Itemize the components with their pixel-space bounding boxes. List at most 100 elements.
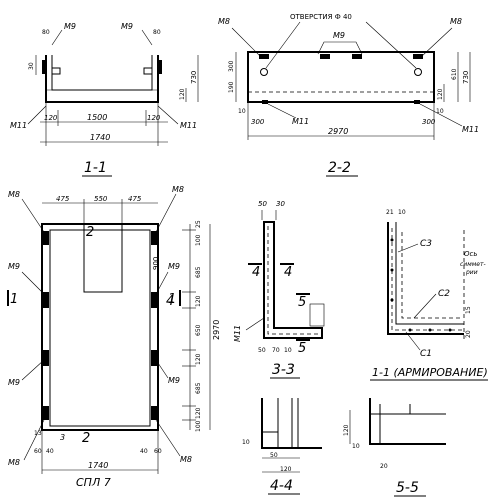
dim-120-c: 120 xyxy=(195,407,202,419)
mark-m11-right-2-2: M11 xyxy=(462,125,479,134)
dim-730: 730 xyxy=(190,71,198,84)
mark-m8-right-2-2: M8 xyxy=(450,17,462,26)
sect-4-left: 4 xyxy=(252,265,260,280)
channel-outline-1-1 xyxy=(45,55,159,103)
dim-70-3-3: 70 xyxy=(272,347,280,354)
mark-m11-3-3: M11 xyxy=(233,325,242,342)
dim-30-top-3-3: 30 xyxy=(276,200,285,208)
dim-475-left: 475 xyxy=(56,195,70,203)
mark-m11-left: M11 xyxy=(10,121,27,130)
bar-c3: С3 xyxy=(420,239,432,249)
axis-label-2: симмет- xyxy=(460,261,486,268)
plan-cutout xyxy=(83,224,123,293)
section-4-4-title: 4-4 xyxy=(270,478,293,494)
dim-10-reinf: 10 xyxy=(398,209,406,216)
dim-650: 650 xyxy=(195,324,202,336)
plan-outline xyxy=(41,223,159,431)
dim-610: 610 xyxy=(451,68,458,80)
mark-m11-left-2-2: M11 xyxy=(292,117,309,126)
dim-50-4-4: 50 xyxy=(270,452,278,459)
plan-name: СПЛ 7 xyxy=(76,476,111,489)
section-5-5-outline xyxy=(369,398,446,445)
dim-13: 13 xyxy=(34,430,42,437)
reinforcement-view: 21 10 С3 Ось симмет- рии С2 С1 15 20 1-1… xyxy=(370,209,488,381)
insert-left-1-1 xyxy=(52,67,61,75)
sect-1-left: 1 xyxy=(10,292,18,307)
dim-30: 30 xyxy=(28,62,35,70)
plate-left-1-1 xyxy=(42,60,47,74)
dim-120-a: 120 xyxy=(195,295,202,307)
section-4-4: 10 50 120 4-4 xyxy=(242,398,322,495)
view-1-1-title: 1-1 xyxy=(84,160,107,176)
dim-685-top: 685 xyxy=(195,266,202,278)
mark-m9-left: M9 xyxy=(64,22,76,31)
sect-1-right: 1 xyxy=(168,292,176,307)
mark-m9-r2: M9 xyxy=(168,376,180,385)
dim-40-right: 40 xyxy=(140,448,148,455)
bar-c2: С2 xyxy=(438,289,450,299)
view-2-2-title: 2-2 xyxy=(328,160,351,176)
dim-100-bottom: 100 xyxy=(195,420,202,432)
dim-10-5-5: 10 xyxy=(352,443,360,450)
dim-10-right-2-2: 10 xyxy=(436,108,444,115)
dim-475-right: 475 xyxy=(128,195,142,203)
section-3-3-title: 3-3 xyxy=(272,362,295,378)
channel-inner-1-1 xyxy=(51,55,153,91)
plate-right-1-1 xyxy=(157,60,162,74)
section-5-5-title: 5-5 xyxy=(396,480,419,496)
dim-60-left: 60 xyxy=(34,448,42,455)
mark-m9-right: M9 xyxy=(121,22,133,31)
dim-100-top: 100 xyxy=(195,234,202,246)
dim-2970-2-2: 2970 xyxy=(328,127,348,136)
view-1-1: M9 M9 80 80 30 730 120 120 1500 120 1740… xyxy=(10,22,199,177)
dim-190: 190 xyxy=(228,81,235,93)
hole-label: ОТВЕРСТИЯ Ф 40 xyxy=(290,13,352,21)
dim-120-b: 120 xyxy=(195,353,202,365)
dim-25: 25 xyxy=(195,220,202,228)
mark-m8-tr: M8 xyxy=(172,185,184,194)
dim-50-top-3-3: 50 xyxy=(258,200,267,208)
sect-5-bottom: 5 xyxy=(298,341,306,356)
dim-15-reinf: 15 xyxy=(465,306,472,314)
dim-300-bottom-left: 300 xyxy=(251,118,265,126)
sect-5-top: 5 xyxy=(298,295,306,310)
dim-120-4-4: 120 xyxy=(280,466,292,473)
dim-1740: 1740 xyxy=(90,133,110,142)
bar-c1: С1 xyxy=(420,349,432,359)
dim-40-left: 40 xyxy=(46,448,54,455)
dim-20-5-5: 20 xyxy=(380,463,388,470)
section-3-3: 50 30 4 4 5 5 M11 50 70 10 3-3 xyxy=(233,200,325,379)
section-4-4-outline xyxy=(261,398,322,449)
axis-label-1: Ось xyxy=(464,250,477,258)
dim-80-right: 80 xyxy=(153,29,161,36)
dim-120-2-2: 120 xyxy=(437,88,444,100)
dim-900: 900 xyxy=(152,257,160,270)
hole-right xyxy=(414,68,422,76)
dim-80-left: 80 xyxy=(42,29,50,36)
sect-2-top: 2 xyxy=(86,225,94,240)
mark-m9-l1: M9 xyxy=(8,262,20,271)
mark-m9-l2: M9 xyxy=(8,378,20,387)
sect-4: 4 xyxy=(166,294,174,309)
reinforcement-outline xyxy=(387,222,464,335)
dim-120-right: 120 xyxy=(179,88,186,100)
dim-550: 550 xyxy=(94,195,108,203)
dim-21-reinf: 21 xyxy=(386,209,394,216)
hole-left xyxy=(260,68,268,76)
mark-m11-right: M11 xyxy=(180,121,197,130)
dim-300-top: 300 xyxy=(228,60,235,72)
mark-m8-bl: M8 xyxy=(8,458,20,467)
mark-m9-r1: M9 xyxy=(168,262,180,271)
dim-685-bottom: 685 xyxy=(195,382,202,394)
plan-view: 475 550 475 M8 M8 2 1 1 25 100 900 685 1… xyxy=(7,185,221,489)
mark-m8-left-2-2: M8 xyxy=(218,17,230,26)
insert-right-1-1 xyxy=(143,67,152,75)
sect-4-right: 4 xyxy=(284,265,292,280)
dim-1740-plan: 1740 xyxy=(88,461,108,470)
mark-m8-tl: M8 xyxy=(8,190,20,199)
view-2-2: ОТВЕРСТИЯ Ф 40 M9 M8 M8 300 190 10 300 M… xyxy=(218,13,479,177)
section-5-5: 120 10 20 5-5 xyxy=(343,398,446,497)
dim-10-3-3: 10 xyxy=(284,347,292,354)
dim-10-4-4: 10 xyxy=(242,439,250,446)
mark-m9-2-2: M9 xyxy=(333,31,345,40)
